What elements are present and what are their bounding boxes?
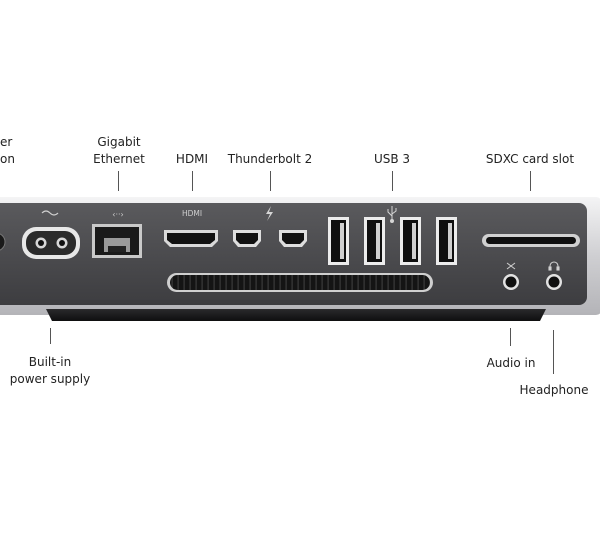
headphone-label: Headphone [519,383,589,397]
usb-icon [387,206,397,223]
usb-port-1 [328,217,349,265]
power-label-line1: er [0,135,13,149]
usb-port-4 [436,217,457,265]
hdmi-label: HDMI [175,152,209,166]
usb-port-3 [400,217,421,265]
audio-in-port [503,274,519,290]
gigabit-leader [118,171,119,191]
hdmi-leader [192,171,193,191]
power-inlet [22,227,80,259]
microphone-icon [506,262,516,270]
ethernet-port [92,224,142,258]
vent-grille [167,273,433,292]
sdxc-label: SDXC card slot [485,152,575,166]
headphone-leader [553,330,554,374]
thunderbolt-label: Thunderbolt 2 [227,152,313,166]
headphone-icon [548,261,560,271]
hdmi-port [164,230,218,247]
ac-power-icon [41,210,59,216]
gigabit-label-line2: Ethernet [93,152,145,166]
usb-label: USB 3 [373,152,411,166]
sdxc-slot [482,234,580,247]
builtin-power-label: Built-in power supply [6,354,94,388]
builtin-label-line2: power supply [9,372,91,386]
thunderbolt-port-2 [279,230,307,247]
gigabit-ethernet-label: Gigabit Ethernet [88,134,150,168]
builtin-label-line1: Built-in [28,355,72,369]
hdmi-engraving: HDMI [182,209,202,218]
thunderbolt-icon [266,206,273,221]
thunderbolt-port-1 [233,230,261,247]
gigabit-label-line1: Gigabit [97,135,141,149]
builtin-leader [50,328,51,344]
ethernet-icon: ‹··› [112,210,123,219]
headphone-port [546,274,562,290]
power-label-line2: on [0,152,15,166]
usb-port-2 [364,217,385,265]
base-foot [46,309,546,321]
audio-in-leader [510,328,511,346]
thunderbolt-leader [270,171,271,191]
audio-in-label: Audio in [486,356,536,370]
left-edge-port [0,233,6,251]
usb-leader [392,171,393,191]
power-label-partial: er on [0,134,15,168]
sdxc-leader [530,171,531,191]
svg-text:‹··›: ‹··› [112,210,123,219]
